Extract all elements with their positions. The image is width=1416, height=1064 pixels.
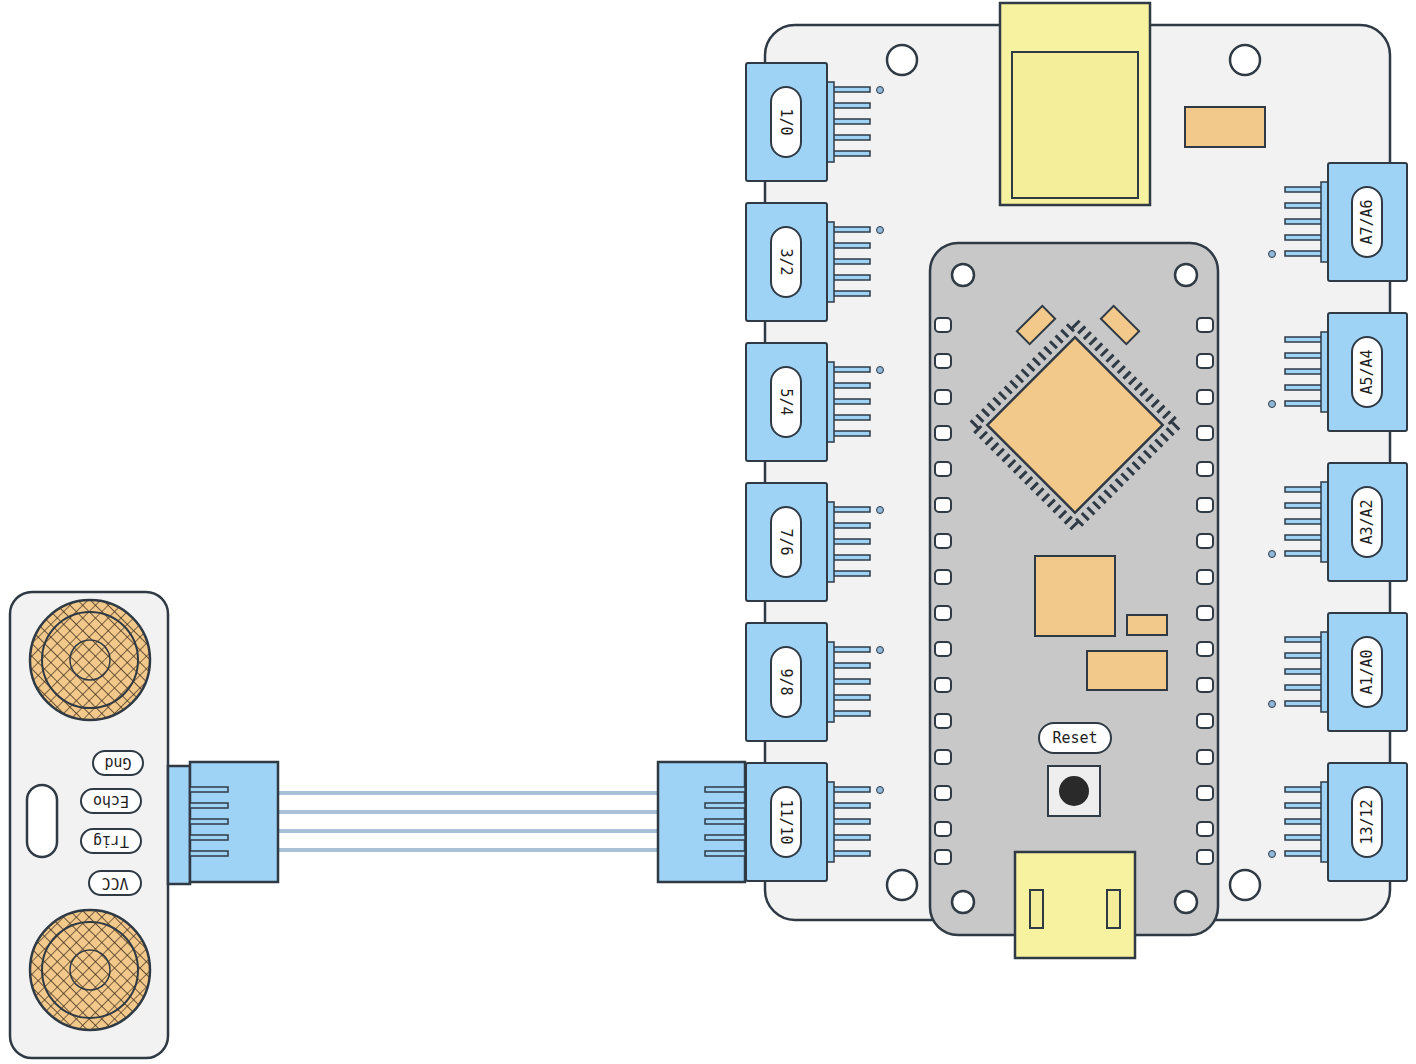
port-connector: 11/10: [745, 762, 828, 882]
label-text: A5/A4: [1358, 349, 1376, 394]
label-text: VCC: [101, 874, 128, 892]
pin-label: Trig: [80, 828, 142, 854]
nano-module: Reset: [930, 243, 1218, 935]
port-connector: 3/2: [745, 202, 828, 322]
label-text: 5/4: [777, 388, 795, 415]
label-text: A1/A0: [1358, 649, 1376, 694]
port-connector: 9/8: [745, 622, 828, 742]
label-text: Gnd: [104, 754, 131, 772]
port-label: A1/A0: [1351, 636, 1383, 708]
label-text: 9/8: [777, 668, 795, 695]
port-connector: A3/A2: [1327, 462, 1408, 582]
port-label: A7/A6: [1351, 186, 1383, 258]
port-label: 3/2: [770, 226, 802, 298]
label-text: Trig: [93, 832, 129, 850]
label-text: Echo: [93, 792, 129, 810]
label-text: 3/2: [777, 248, 795, 275]
port-connector: 13/12: [1327, 762, 1408, 882]
port-label: 5/4: [770, 366, 802, 438]
port-label: A5/A4: [1351, 336, 1383, 408]
port-label: 13/12: [1351, 786, 1383, 858]
port-label: 11/10: [770, 786, 802, 858]
port-connector: 1/0: [745, 62, 828, 182]
label-text: Reset: [1052, 729, 1097, 747]
label-text: 7/6: [777, 528, 795, 555]
port-connector: 7/6: [745, 482, 828, 602]
port-connector: A1/A0: [1327, 612, 1408, 732]
port-label: 1/0: [770, 86, 802, 158]
label-text: A7/A6: [1358, 199, 1376, 244]
pin-label: Echo: [80, 788, 142, 814]
button-label: Reset: [1038, 722, 1112, 754]
ultrasonic-sensor: GndEchoTrigVCC: [10, 592, 168, 1058]
label-text: 1/0: [777, 108, 795, 135]
port-label: 9/8: [770, 646, 802, 718]
pin-label: VCC: [88, 870, 142, 896]
port-label: 7/6: [770, 506, 802, 578]
pin-label: Gnd: [92, 750, 144, 776]
port-label: A3/A2: [1351, 486, 1383, 558]
label-text: 11/10: [777, 799, 795, 844]
label-text: A3/A2: [1358, 499, 1376, 544]
port-connector: 5/4: [745, 342, 828, 462]
port-connector: A5/A4: [1327, 312, 1408, 432]
port-connector: A7/A6: [1327, 162, 1408, 282]
label-text: 13/12: [1358, 799, 1376, 844]
